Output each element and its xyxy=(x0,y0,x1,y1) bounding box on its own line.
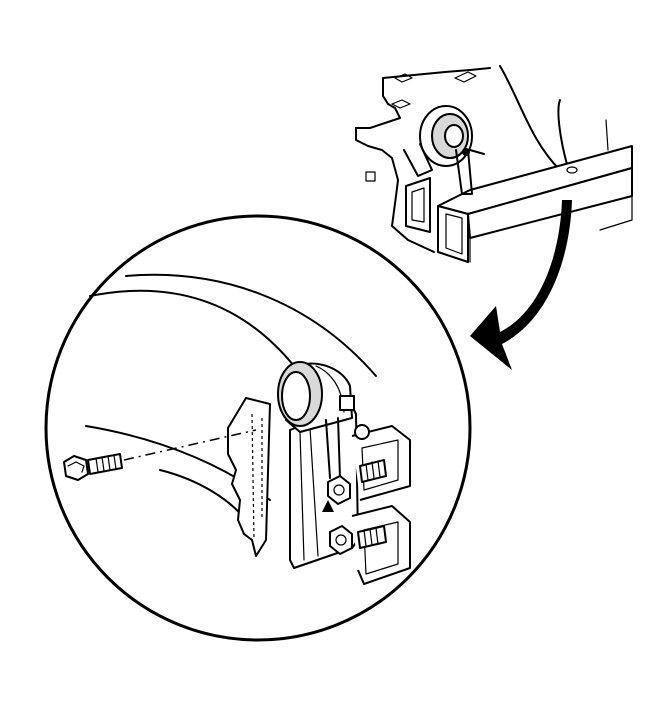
overview-bracket-inner xyxy=(411,187,425,223)
horn-stem xyxy=(325,417,341,479)
frame-hole xyxy=(566,166,578,174)
frame-rail-inner xyxy=(445,213,463,255)
lower-nut xyxy=(329,525,353,555)
frame-cut-section xyxy=(227,397,271,557)
detail-frame-top-line-2 xyxy=(125,273,377,377)
overview-horn-terminal xyxy=(469,149,485,155)
callout-arrow xyxy=(470,200,572,370)
alignment-triangle xyxy=(322,500,334,512)
horn-connector xyxy=(339,395,355,411)
frame-rail-flange xyxy=(469,195,633,263)
vehicle-body-outline xyxy=(355,67,491,129)
flange-bolt xyxy=(63,453,123,481)
body-hole xyxy=(365,171,376,182)
bracket-center-fold xyxy=(299,427,319,561)
bolt-alignment-line xyxy=(123,429,257,461)
detail-view xyxy=(44,214,472,642)
frame-side-line xyxy=(605,119,609,151)
detail-horn-diaphragm xyxy=(281,371,311,421)
body-panel-slot-2 xyxy=(454,71,477,83)
overview-horn-center xyxy=(444,124,464,148)
upper-stud xyxy=(359,459,387,483)
body-panel-slot-3 xyxy=(391,99,411,109)
wheel-arch xyxy=(499,65,561,171)
detail-circle xyxy=(44,214,472,642)
overview-bracket xyxy=(405,177,431,233)
overview-bracket-arm xyxy=(403,143,433,177)
lower-stud xyxy=(357,525,387,549)
bracket-lower-box-inner xyxy=(363,521,399,575)
curved-arrow xyxy=(470,200,572,370)
overview-view xyxy=(355,65,633,263)
body-panel-slot xyxy=(394,73,413,83)
detail-frame-top-line xyxy=(89,289,295,367)
fender-edge xyxy=(355,127,435,253)
horn-terminal-stud xyxy=(354,424,370,440)
upper-nut xyxy=(327,475,351,505)
wheel-arch-lower xyxy=(557,99,569,169)
frame-rail-front xyxy=(437,205,469,263)
overview-horn-stem xyxy=(455,149,473,195)
